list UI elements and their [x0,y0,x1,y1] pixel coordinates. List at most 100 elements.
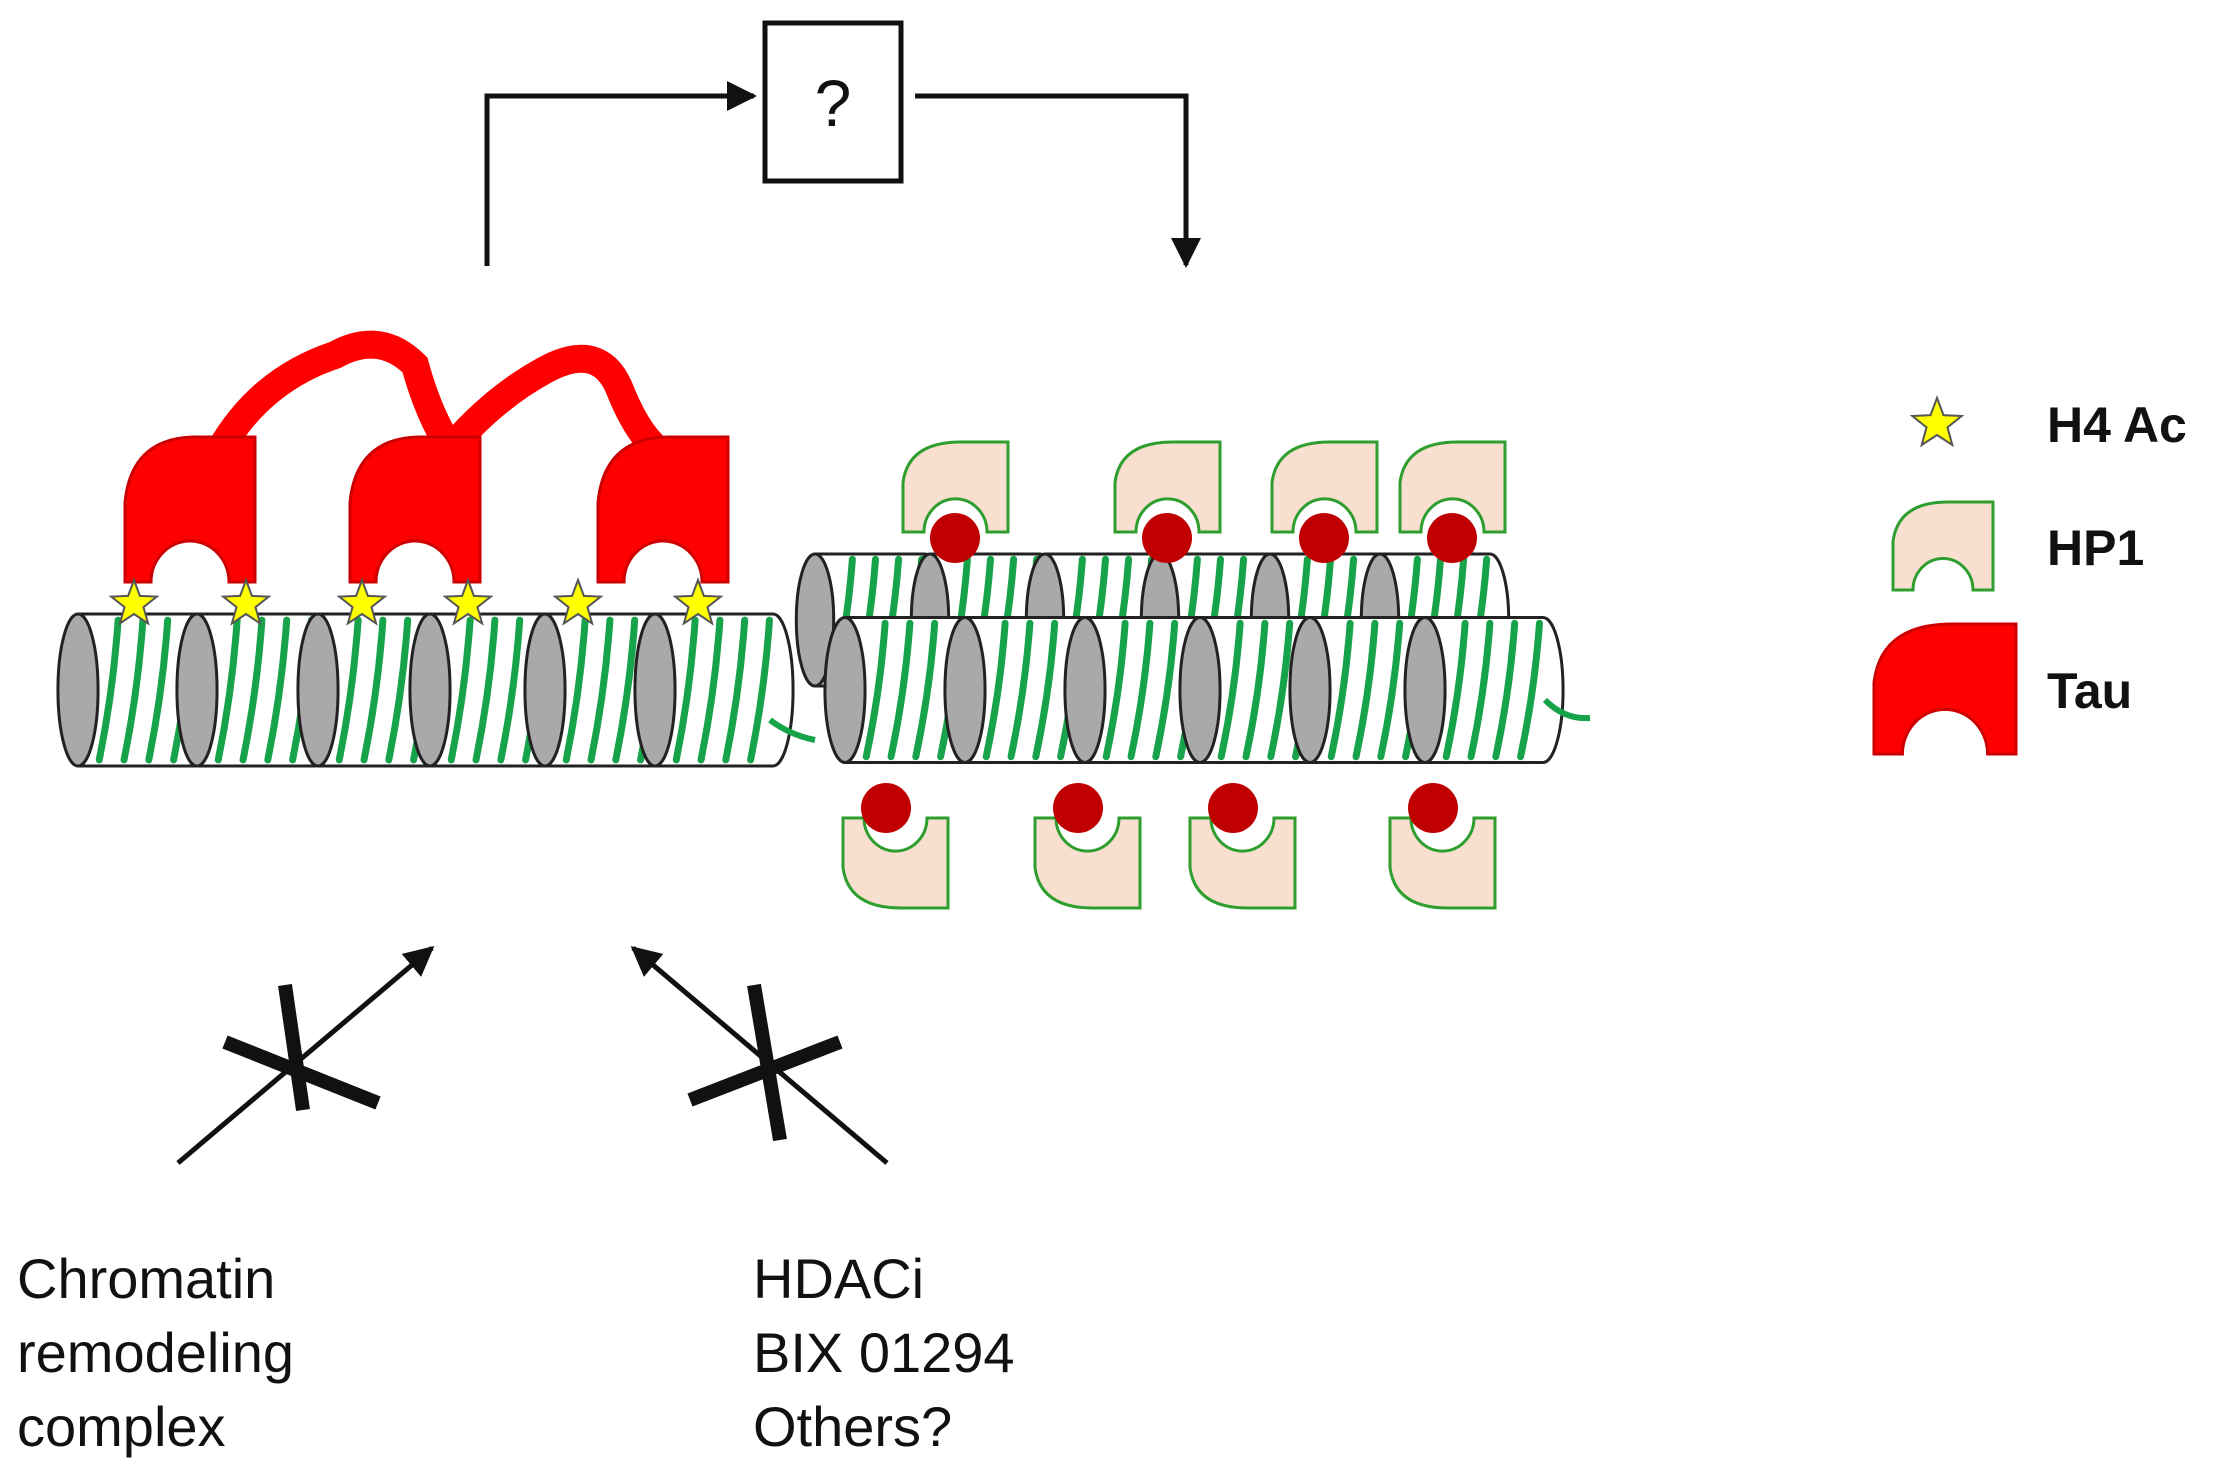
nucleosome-cap [1403,616,1447,764]
dna-wrap [239,616,266,764]
hp1-bottom-4 [1388,816,1497,910]
h4ac-star-icon [220,577,272,626]
legend-star-shape [1909,395,1965,448]
hp1-top-1 [901,440,1010,534]
methyl-mark [1408,783,1458,833]
dna-wrap [120,616,147,764]
blocked-arrow-left [176,946,435,1165]
nucleosome-cap [408,612,452,768]
tau-bridge-2 [431,344,679,469]
nucleosome-cap [823,616,867,764]
nucleosome-cap [794,552,836,688]
dna-wrap [472,616,499,764]
dna-wrap [1377,619,1404,761]
dna-wrap [1517,619,1543,761]
question-box-label: ? [815,66,852,140]
right-label-line-3: Others? [753,1395,952,1458]
dna-wrap [1467,619,1494,761]
dna-wrap [887,619,914,761]
dna-wrap [697,616,724,764]
dna-wrap [264,616,291,764]
dna-wrap [912,619,939,761]
legend-star-icon [1909,395,1965,448]
nucleosome-cap [943,616,987,764]
linker-dna [768,717,816,743]
left-label-line-1: Chromatin [17,1247,275,1310]
dna-wrap [672,616,699,764]
right-label-line-1: HDACi [753,1247,924,1310]
crescent-shape [123,435,257,584]
methyl-mark [861,783,911,833]
dna-wrap [214,616,241,764]
tau-protein-2 [348,435,482,584]
dna-wrap [862,619,889,761]
legend: H4 Ac HP1 Tau [1872,395,2187,756]
h4ac-star-icon [442,577,494,626]
tau-protein-3 [596,435,730,584]
tau-protein-1 [123,435,257,584]
hp1-binders [841,440,1507,910]
dna-wrap [982,619,1009,761]
nucleosome-cap [56,612,100,768]
dna-wrap [1242,619,1269,761]
dna-wrap [747,616,773,764]
nucleosome-cap [1288,616,1332,764]
dna-wrap [385,616,412,764]
dna-wrap [1102,619,1129,761]
arrow-to-heterochromatin [915,93,1201,268]
dna-wrap [1352,619,1379,761]
left-label: Chromatin remodeling complex [17,1247,294,1458]
arrow-to-question-box [484,81,757,266]
left-label-line-2: remodeling [17,1321,294,1384]
dna-wrap [1032,619,1059,761]
question-box [762,20,904,184]
right-label: HDACi BIX 01294 Others? [753,1247,1015,1458]
tau-bridge-1 [206,330,469,469]
legend-tau-icon [1872,622,2018,756]
block-cross-icon [747,983,787,1142]
dna-wrap [1152,619,1179,761]
h4ac-star-icon [552,577,604,626]
legend-label-h4ac: H4 Ac [2047,397,2187,453]
crescent-shape [1388,816,1497,910]
hp1-bottom-3 [1188,816,1297,910]
dna-wrap [587,616,614,764]
heterochromatin-fiber [794,552,1591,764]
dna-wrap [447,616,474,764]
dna-wrap [1442,619,1469,761]
dna-wrap [335,616,362,764]
h4ac-marks [108,577,724,626]
hp1-top-3 [1270,440,1379,534]
dna-wrap [145,616,172,764]
dna-wrap [1327,619,1354,761]
crescent-shape [348,435,482,584]
hp1-top-4 [1398,440,1507,534]
crescent-shape [1033,816,1142,910]
left-label-line-3: complex [17,1395,226,1458]
methyl-mark [1427,513,1477,563]
nucleosome-cap [1063,616,1107,764]
blocked-arrow-right [630,946,889,1165]
legend-label-hp1: HP1 [2047,520,2144,576]
crescent-shape [1270,440,1379,534]
crescent-shape [841,816,950,910]
crescent-shape [596,435,730,584]
block-cross-icon [278,984,310,1111]
tau-bridges [123,330,730,584]
dna-wrap [95,616,122,764]
h4ac-star-icon [108,577,160,626]
nucleosome-cap [296,612,340,768]
methyl-mark [1208,783,1258,833]
dna-wrap [1217,619,1244,761]
legend-label-tau: Tau [2047,663,2132,719]
dna-wrap [360,616,387,764]
crescent-shape [1891,500,1995,592]
crescent-shape [1398,440,1507,534]
linker-dna [1542,697,1591,722]
crescent-shape [1113,440,1222,534]
dna-wrap [722,616,749,764]
hp1-bottom-2 [1033,816,1142,910]
crescent-shape [1188,816,1297,910]
